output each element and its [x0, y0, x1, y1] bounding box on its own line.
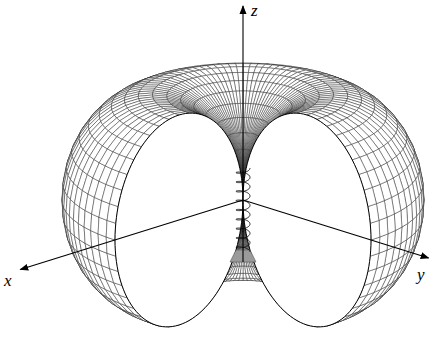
mesh-cell	[243, 64, 250, 67]
mesh-cell	[236, 64, 243, 67]
mesh-cell	[328, 85, 344, 87]
mesh-cell	[143, 85, 159, 87]
